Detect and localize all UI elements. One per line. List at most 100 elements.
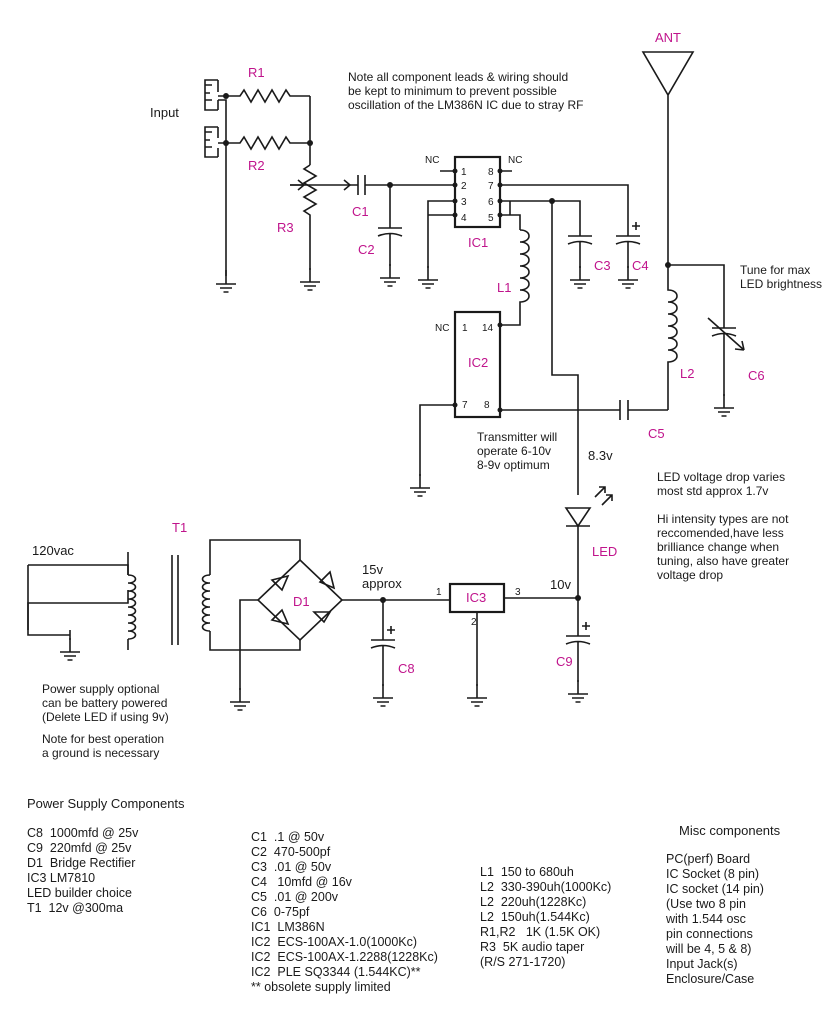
antenna-symbol xyxy=(641,51,695,265)
junction-dot xyxy=(497,322,503,328)
junction-dot xyxy=(497,198,503,204)
misc-component-item: pin connections xyxy=(666,927,753,941)
c3-label: C3 xyxy=(594,258,611,273)
capacitor-ic-component-item: C4 10mfd @ 16v xyxy=(251,875,352,889)
tune-note: Tune for max LED brightness xyxy=(740,263,823,291)
ground-symbol xyxy=(417,265,439,289)
capacitor-c2 xyxy=(377,185,403,266)
resistor-r2 xyxy=(218,135,310,151)
ant-label: ANT xyxy=(655,30,681,45)
capacitor-ic-component-item: IC2 ECS-100AX-1.0(1000Kc) xyxy=(251,935,418,949)
power-supply-component-item: D1 Bridge Rectifier xyxy=(27,856,136,870)
vac-label: 120vac xyxy=(32,543,74,558)
c6-label: C6 xyxy=(748,368,765,383)
ground-symbol xyxy=(215,269,237,293)
misc-component-item: IC Socket (8 pin) xyxy=(666,867,760,881)
r1-label: R1 xyxy=(248,65,265,80)
ground-symbol xyxy=(713,393,735,417)
junction-dot xyxy=(452,182,458,188)
capacitor-ic-component-item: ** obsolete supply limited xyxy=(251,980,391,994)
power-supply-component-item: C8 1000mfd @ 25v xyxy=(27,826,139,840)
c8-label: C8 xyxy=(398,661,415,676)
transformer-t1 xyxy=(27,539,301,651)
capacitor-ic-component-item: C6 0-75pf xyxy=(251,905,310,919)
ic2-pin-label: 7 xyxy=(462,400,468,411)
misc-components-title: Misc components xyxy=(679,823,781,838)
power-supply-component-item: C9 220mfd @ 25v xyxy=(27,841,132,855)
d1-label: D1 xyxy=(293,594,310,609)
voltage-approx: approx xyxy=(362,576,402,591)
capacitor-c9 xyxy=(565,598,591,682)
hi-intensity-note: Hi intensity types are not reccomended,h… xyxy=(657,512,790,582)
t1-label: T1 xyxy=(172,520,187,535)
nc-label: NC xyxy=(508,155,522,166)
junction-dot xyxy=(452,168,458,174)
ground-symbol xyxy=(379,263,401,287)
ic1-pin-label: 1 xyxy=(461,167,467,178)
capacitor-c8 xyxy=(370,600,396,686)
ic2-pin-label: 8 xyxy=(484,400,490,411)
ic2-body xyxy=(453,310,502,419)
l2-label: L2 xyxy=(680,366,694,381)
potentiometer-r3 xyxy=(290,164,318,270)
ic1-pin-label: 8 xyxy=(488,167,494,178)
power-supply-component-item: IC3 LM7810 xyxy=(27,871,96,885)
junction-dot xyxy=(452,402,458,408)
variable-capacitor-c6 xyxy=(707,305,745,396)
capacitor-c3 xyxy=(567,235,593,268)
resistor-r1 xyxy=(218,88,310,104)
ic3-pin-label: 1 xyxy=(436,587,442,598)
transmitter-note: Transmitter will operate 6-10v 8-9v opti… xyxy=(477,430,558,472)
r3-label: R3 xyxy=(277,220,294,235)
ic1-pin-label: 4 xyxy=(461,213,467,224)
capacitor-ic-component-item: C3 .01 @ 50v xyxy=(251,860,332,874)
misc-component-item: PC(perf) Board xyxy=(666,852,751,866)
ground-symbol xyxy=(229,687,251,711)
voltage-10v: 10v xyxy=(550,577,571,592)
ground-note: Note for best operation a ground is nece… xyxy=(42,732,165,760)
inductor-resistor-component-item: R1,R2 1K (1.5K OK) xyxy=(480,925,601,939)
power-supply-component-item: T1 12v @300ma xyxy=(27,901,124,915)
capacitor-ic-component-item: IC2 ECS-100AX-1.2288(1228Kc) xyxy=(251,950,438,964)
misc-component-item: Input Jack(s) xyxy=(666,957,738,971)
input-label: Input xyxy=(150,105,179,120)
junction-dot xyxy=(452,198,458,204)
led-label: LED xyxy=(592,544,617,559)
voltage-8-3v: 8.3v xyxy=(588,448,613,463)
r2-label: R2 xyxy=(248,158,265,173)
voltage-15v: 15v xyxy=(362,562,383,577)
misc-component-item: will be 4, 5 & 8) xyxy=(666,942,752,956)
c9-label: C9 xyxy=(556,654,573,669)
power-supply-component-item: LED builder choice xyxy=(27,886,132,900)
capacitor-ic-component-item: C2 470-500pf xyxy=(251,845,331,859)
nc-label: NC xyxy=(435,323,449,334)
power-optional-note: Power supply optional can be battery pow… xyxy=(42,682,169,724)
inductor-l1 xyxy=(500,229,530,326)
junction-dot xyxy=(497,182,503,188)
c1-label: C1 xyxy=(352,204,369,219)
ic2-pin-label: 14 xyxy=(482,323,494,334)
capacitor-ic-component-item: C1 .1 @ 50v xyxy=(251,830,325,844)
inductor-resistor-component-item: L1 150 to 680uh xyxy=(480,865,574,879)
inductor-resistor-component-item: (R/S 271-1720) xyxy=(480,955,566,969)
ground-symbol xyxy=(299,267,321,291)
capacitor-c4 xyxy=(615,222,641,268)
ic1-pin-label: 6 xyxy=(488,197,494,208)
junction-dot xyxy=(307,140,313,146)
junction-dot xyxy=(223,93,229,99)
ic1-pin-label: 7 xyxy=(488,181,494,192)
misc-component-item: IC socket (14 pin) xyxy=(666,882,764,896)
junction-dot xyxy=(223,140,229,146)
ic2-label: IC2 xyxy=(468,355,488,370)
capacitor-ic-component-item: IC2 PLE SQ3344 (1.544KC)** xyxy=(251,965,421,979)
ic1-body xyxy=(453,155,502,229)
ground-symbol xyxy=(409,473,431,497)
ground-symbol xyxy=(567,679,589,703)
ground-symbol xyxy=(372,683,394,707)
nc-label: NC xyxy=(425,155,439,166)
ic1-pin-label: 5 xyxy=(488,213,494,224)
misc-component-item: (Use two 8 pin xyxy=(666,897,746,911)
